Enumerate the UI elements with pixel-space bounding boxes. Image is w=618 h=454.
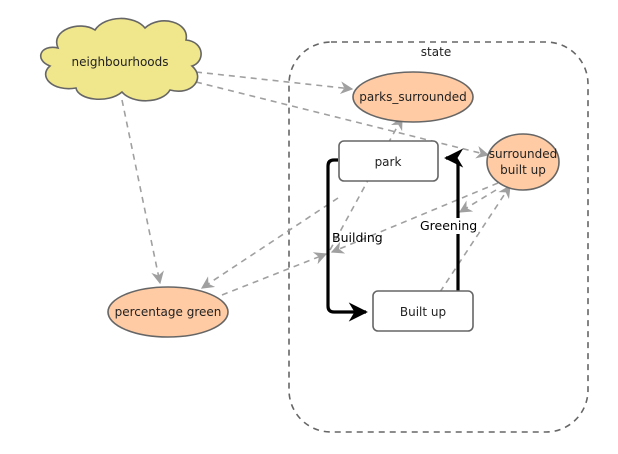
node-park-label: park: [375, 155, 402, 169]
link-percentage-green-building[interactable]: [221, 252, 328, 296]
dependency-links: [121, 71, 511, 296]
state-container[interactable]: state: [288, 41, 589, 433]
node-built-up-label: Built up: [400, 305, 446, 319]
link-neighbourhoods-parks-surrounded[interactable]: [195, 71, 354, 95]
node-built-up[interactable]: Built up: [372, 290, 474, 332]
transition-greening[interactable]: Greening: [418, 148, 478, 292]
link-building-percentage-green[interactable]: [200, 197, 339, 289]
link-park-parks-surrounded[interactable]: [329, 116, 403, 251]
link-surrounded-built-up-building[interactable]: [330, 182, 499, 254]
node-parks-surrounded-label: parks_surrounded: [359, 90, 467, 104]
greening-label-bg: [418, 218, 478, 234]
node-neighbourhoods-label: neighbourhoods: [72, 55, 169, 69]
node-neighbourhoods[interactable]: neighbourhoods: [39, 17, 202, 102]
transition-building-label: Building: [332, 230, 383, 245]
node-parks-surrounded[interactable]: parks_surrounded: [352, 71, 474, 123]
cloud-shape: [39, 17, 202, 102]
node-percentage-green-label: percentage green: [115, 305, 222, 319]
transition-greening-label: Greening: [420, 218, 477, 233]
node-surrounded-built-up[interactable]: surrounded built up: [486, 133, 560, 191]
node-percentage-green[interactable]: percentage green: [107, 286, 229, 338]
transition-building[interactable]: Building: [326, 158, 383, 322]
state-container-label: state: [421, 45, 451, 59]
link-surrounded-built-up-greening[interactable]: [458, 189, 497, 213]
node-surrounded-built-up-label-line1: surrounded: [489, 147, 557, 161]
node-surrounded-built-up-label-line2: built up: [500, 163, 546, 177]
link-neighbourhoods-percentage-green[interactable]: [121, 99, 164, 285]
node-park[interactable]: park: [338, 140, 439, 182]
